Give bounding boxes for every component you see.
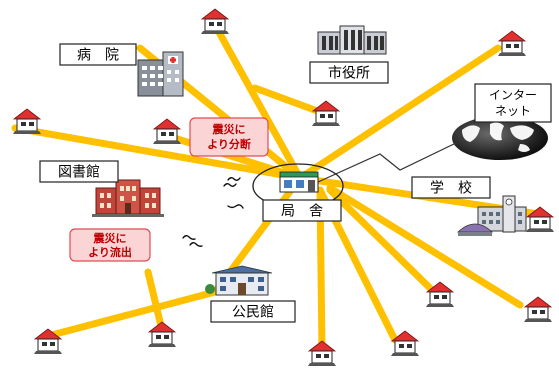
- library-label: 図書館: [39, 160, 119, 183]
- globe-icon: [452, 116, 548, 160]
- school-label: 学 校: [411, 176, 491, 199]
- community-hall-icon: [205, 265, 273, 296]
- callout-washed-line1: 震災に: [93, 232, 127, 245]
- house-icon: [200, 8, 230, 35]
- school-label-text: 学 校: [430, 180, 472, 197]
- callout-washed: 震災に より流出: [69, 228, 151, 262]
- house-icon: [307, 340, 337, 367]
- house-icon: [12, 108, 42, 135]
- house-icon: [497, 30, 527, 57]
- city-hall-label: 市役所: [309, 61, 389, 84]
- callout-cut-line1: 震災に: [212, 123, 246, 136]
- city-hall-label-text: 市役所: [328, 65, 370, 82]
- school-building-icon: [456, 195, 527, 236]
- house-icon: [152, 118, 182, 145]
- community-hall-label-text: 公民館: [232, 304, 274, 321]
- station-label: 局 舎: [262, 199, 342, 222]
- callout-cut-line2: より分断: [207, 137, 251, 151]
- break-marks: [182, 177, 244, 247]
- hospital-label: 病 院: [59, 43, 137, 66]
- callout-cut: 震災に より分断: [189, 117, 269, 157]
- house-icon: [523, 296, 553, 323]
- library-label-text: 図書館: [58, 164, 100, 181]
- hospital-label-text: 病 院: [77, 48, 119, 64]
- hospital-building-icon: [137, 51, 184, 97]
- internet-link: [317, 141, 459, 183]
- station-label-text: 局 舎: [281, 204, 323, 220]
- house-icon: [147, 321, 177, 348]
- library-building-icon: [92, 179, 164, 217]
- callout-washed-line2: より流出: [88, 245, 132, 259]
- community-hall-label: 公民館: [210, 300, 296, 323]
- house-icon: [311, 100, 341, 127]
- station-building-icon: [279, 171, 319, 193]
- city-hall-building-icon: [317, 25, 387, 55]
- internet-label-line1: インター: [489, 88, 537, 102]
- internet-label-line2: ネット: [495, 104, 531, 118]
- internet-label: インター ネット: [474, 83, 552, 123]
